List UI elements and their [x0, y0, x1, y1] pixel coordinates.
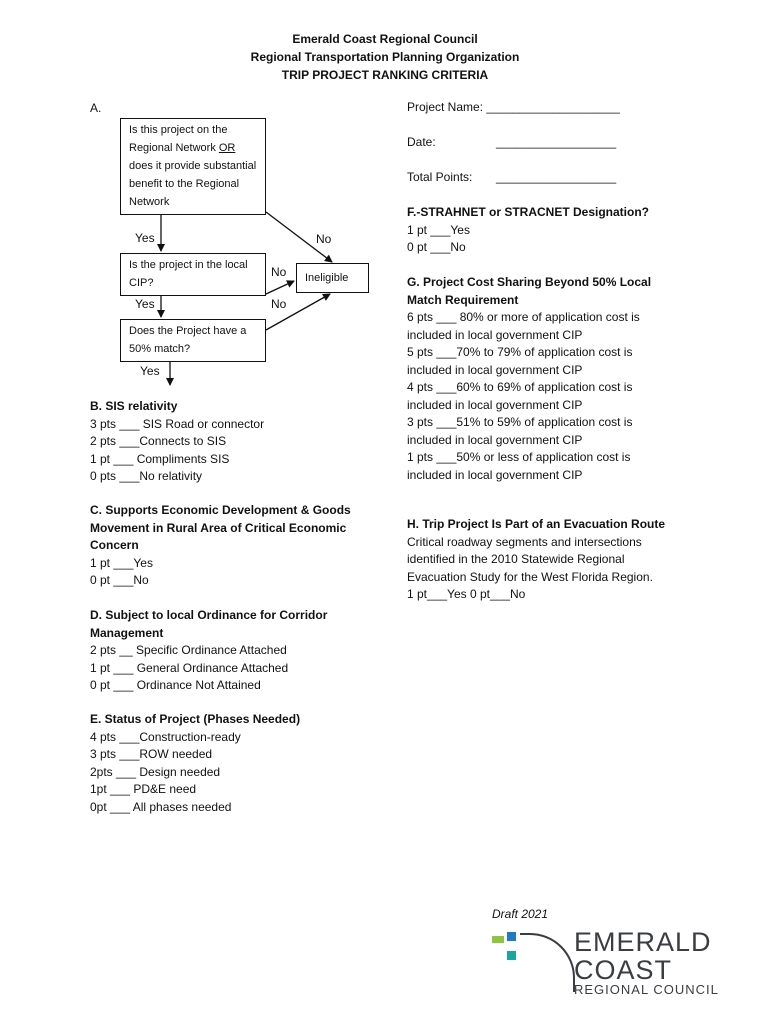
section-d-title: Management [90, 625, 164, 640]
section-d-line: 2 pts __ Specific Ordinance Attached [90, 643, 287, 657]
section-b-line: 3 pts ___ SIS Road or connector [90, 416, 265, 431]
emerald-coast-logo: EMERALD COAST REGIONAL COUNCIL [490, 928, 730, 1000]
flow-label-yes-2: Yes [135, 297, 155, 311]
section-e-line: 4 pts ___Construction-ready [90, 729, 241, 744]
section-b-line: 2 pts ___Connects to SIS [90, 434, 227, 448]
section-h-title: H. Trip Project Is Part of an Evacuation… [407, 517, 666, 531]
arrow-no-2 [265, 280, 295, 295]
section-g-title: G. Project Cost Sharing Beyond 50% Local [407, 275, 652, 289]
flow-box-regional-network: Is this project on the Regional Network … [120, 118, 266, 215]
flow-label-no-1: No [316, 232, 332, 246]
section-d-title: D. Subject to local Ordinance for Corrid… [90, 608, 328, 622]
section-g-line: included in local government CIP [407, 432, 583, 447]
section-e-line: 2pts ___ Design needed [90, 764, 221, 779]
section-e-title: E. Status of Project (Phases Needed) [90, 712, 301, 726]
section-d-line: 0 pt ___ Ordinance Not Attained [90, 678, 261, 692]
section-c-title: Movement in Rural Area of Critical Econo… [90, 520, 347, 535]
section-h-line: identified in the 2010 Statewide Regiona… [407, 552, 625, 566]
section-h-line: Evacuation Study for the West Florida Re… [407, 569, 653, 584]
section-a-label: A. [90, 101, 102, 115]
flow-box1-text: Is this project on the Regional Network [129, 124, 228, 154]
project-name-field: Project Name: ____________________ [407, 100, 620, 114]
section-e-line: 1pt ___ PD&E need [90, 782, 197, 796]
section-h-line: 1 pt___Yes 0 pt___No [407, 587, 526, 601]
flowchart-arrows [157, 211, 333, 386]
flow-label-no-3: No [271, 297, 287, 311]
section-d-line: 1 pt ___ General Ordinance Attached [90, 660, 289, 675]
section-g-line: 4 pts ___60% to 69% of application cost … [407, 380, 633, 394]
document-header: Emerald Coast Regional Council Regional … [0, 30, 770, 84]
section-g-line: included in local government CIP [407, 397, 583, 412]
section-f-line: 1 pt ___Yes [407, 222, 470, 237]
flow-box-local-cip: Is the project in the local CIP? [120, 253, 266, 296]
section-g-line: 5 pts ___70% to 79% of application cost … [407, 345, 633, 359]
section-c-line: 1 pt ___Yes [90, 555, 153, 570]
logo-mark-icon [492, 932, 575, 992]
section-g-line: included in local government CIP [407, 362, 583, 377]
flow-label-no-2: No [271, 265, 287, 279]
section-g-line: included in local government CIP [407, 467, 583, 482]
logo-line-coast: COAST [574, 955, 673, 985]
org-subtitle: Regional Transportation Planning Organiz… [250, 50, 520, 64]
section-e-line: 3 pts ___ROW needed [90, 747, 213, 761]
section-e: E. Status of Project (Phases Needed) 4 p… [90, 711, 300, 816]
section-d: D. Subject to local Ordinance for Corrid… [90, 607, 327, 695]
section-c-title: C. Supports Economic Development & Goods [90, 503, 351, 517]
section-c-line: 0 pt ___No [90, 573, 149, 587]
document-title: TRIP PROJECT RANKING CRITERIA [281, 68, 489, 82]
section-b-line: 1 pt ___ Compliments SIS [90, 451, 230, 466]
date-label: Date: [407, 135, 436, 149]
section-f-title: F.-STRAHNET or STRACNET Designation? [407, 205, 649, 219]
section-h: H. Trip Project Is Part of an Evacuation… [407, 516, 665, 604]
logo-line-emerald: EMERALD [574, 927, 712, 957]
section-g: G. Project Cost Sharing Beyond 50% Local… [407, 274, 651, 484]
flow-box-ineligible: Ineligible [296, 263, 369, 293]
section-e-line: 0pt ___ All phases needed [90, 799, 232, 814]
section-b-line: 0 pts ___No relativity [90, 469, 203, 483]
section-c: C. Supports Economic Development & Goods… [90, 502, 351, 590]
section-b-title: B. SIS relativity [90, 399, 178, 413]
section-h-line: Critical roadway segments and intersecti… [407, 534, 642, 549]
section-g-line: 3 pts ___51% to 59% of application cost … [407, 415, 633, 429]
arrow-no-1 [265, 211, 333, 263]
section-f: F.-STRAHNET or STRACNET Designation? 1 p… [407, 204, 649, 257]
flow-label-yes-3: Yes [140, 364, 160, 378]
date-field: __________________ [496, 135, 617, 149]
section-f-line: 0 pt ___No [407, 240, 466, 254]
flow-box1-text-end: does it provide substantial benefit to t… [129, 160, 257, 208]
section-b: B. SIS relativity 3 pts ___ SIS Road or … [90, 398, 264, 486]
flow-box-50-match: Does the Project have a 50% match? [120, 319, 266, 362]
total-points-field: __________________ [496, 170, 617, 184]
section-g-title: Match Requirement [407, 292, 519, 307]
draft-label: Draft 2021 [492, 907, 549, 921]
logo-line-regional-council: REGIONAL COUNCIL [574, 982, 719, 997]
section-g-line: 6 pts ___ 80% or more of application cos… [407, 310, 640, 324]
total-points-label: Total Points: [407, 170, 473, 184]
section-g-line: 1 pts ___50% or less of application cost… [407, 450, 631, 464]
flow-box1-or: OR [218, 142, 236, 154]
flow-label-yes-1: Yes [135, 231, 155, 245]
section-c-title: Concern [90, 538, 139, 552]
org-name: Emerald Coast Regional Council [292, 32, 478, 46]
arrow-no-3 [265, 293, 331, 331]
section-g-line: included in local government CIP [407, 327, 583, 342]
